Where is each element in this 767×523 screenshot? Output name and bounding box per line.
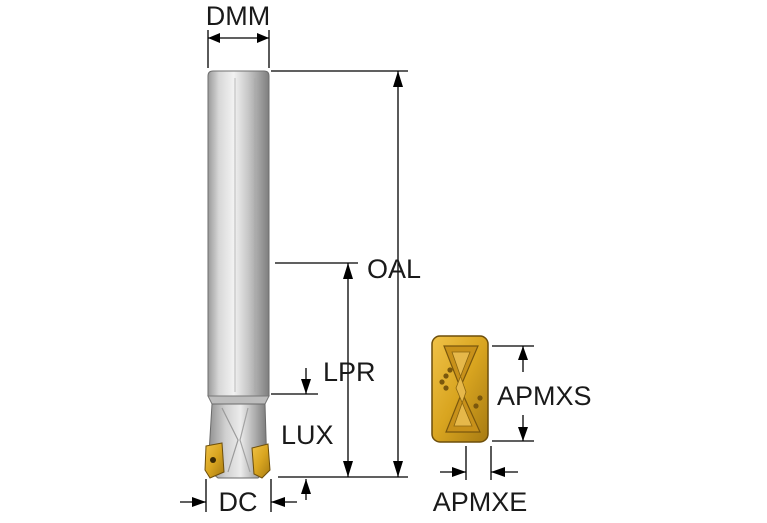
insert-detail (431, 335, 489, 443)
dimension-apmxe: APMXE (433, 446, 528, 517)
dc-label: DC (219, 487, 258, 517)
lpr-label: LPR (323, 357, 376, 387)
dimension-oal: OAL (271, 70, 421, 478)
dimension-lux: LUX (271, 368, 334, 500)
lux-label: LUX (281, 420, 334, 450)
dimension-apmxs: APMXS (492, 345, 592, 442)
dimension-dc: DC (180, 479, 297, 517)
apmxs-label: APMXS (497, 381, 592, 411)
oal-label: OAL (367, 254, 421, 284)
dmm-label: DMM (206, 1, 270, 31)
end-mill-tool (204, 70, 271, 479)
tool-shank (207, 70, 270, 397)
tool-insert-right (251, 443, 271, 479)
apmxe-label: APMXE (433, 487, 528, 517)
dimension-lpr: LPR (275, 262, 376, 477)
dimension-dmm: DMM (206, 1, 270, 68)
tool-neck (207, 395, 270, 405)
